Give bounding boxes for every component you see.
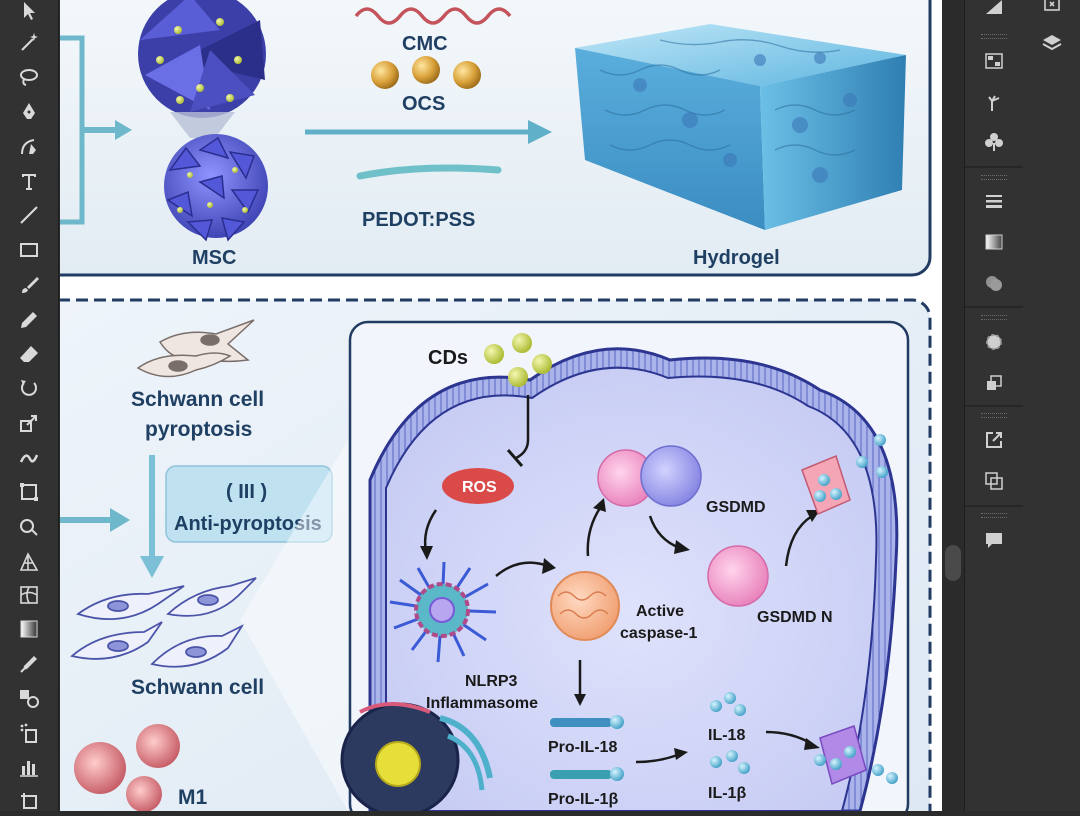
nlrp3-inflammasome xyxy=(389,561,497,663)
nlrp3-line1: NLRP3 xyxy=(465,673,518,690)
pro-il1b-label: Pro-IL-1β xyxy=(548,791,618,808)
export-icon[interactable] xyxy=(981,427,1007,453)
appearance-icon[interactable] xyxy=(981,329,1007,355)
msc-magnified-illustration xyxy=(138,0,268,242)
pro-il1b-bar xyxy=(550,770,612,779)
gradient-panel-icon[interactable] xyxy=(981,229,1007,255)
hydrogel-illustration xyxy=(575,24,906,230)
gradient-tool-icon[interactable] xyxy=(14,614,44,644)
mesh-tool-icon[interactable] xyxy=(14,580,44,610)
ros-ellipse xyxy=(442,468,514,504)
curvature-tool-icon[interactable] xyxy=(14,132,44,162)
panel-grip[interactable] xyxy=(981,413,1007,418)
graphic-styles-icon[interactable] xyxy=(981,370,1007,396)
blend-tool-icon[interactable] xyxy=(14,683,44,713)
pyroptotic-schwann-cells xyxy=(136,319,255,378)
scale-tool-icon[interactable] xyxy=(14,408,44,438)
pen-tool-icon[interactable] xyxy=(14,97,44,127)
active-caspase-line1: Active xyxy=(636,603,684,620)
scroll-thumb[interactable] xyxy=(945,545,961,581)
column-graph-tool-icon[interactable] xyxy=(14,752,44,782)
scientific-figure: MSC CMC OCS PEDOT:PSS Hy xyxy=(60,0,932,811)
brushes-icon[interactable] xyxy=(981,89,1007,115)
panel-grip[interactable] xyxy=(981,175,1007,180)
cd-particle xyxy=(532,354,552,374)
shape-builder-tool-icon[interactable] xyxy=(14,512,44,542)
ocs-particle xyxy=(371,61,399,89)
schwann-cell-label: Schwann cell xyxy=(131,676,264,699)
hydrogel-label: Hydrogel xyxy=(693,247,780,269)
msc-label: MSC xyxy=(192,247,236,269)
panel-dock xyxy=(964,0,1024,811)
ros-label: ROS xyxy=(462,479,497,496)
pro-il18-bar xyxy=(550,718,612,727)
cd-particle xyxy=(508,367,528,387)
free-transform-tool-icon[interactable] xyxy=(14,477,44,507)
collapsed-panels xyxy=(1023,0,1080,811)
lasso-tool-icon[interactable] xyxy=(14,62,44,92)
ocs-particle xyxy=(412,56,440,84)
panel-grip[interactable] xyxy=(981,513,1007,518)
cd-particle xyxy=(484,344,504,364)
line-tool-icon[interactable] xyxy=(14,200,44,230)
vertical-scrollbar[interactable] xyxy=(942,0,964,811)
perspective-grid-tool-icon[interactable] xyxy=(14,547,44,577)
pedot-chain xyxy=(356,164,502,180)
symbol-sprayer-tool-icon[interactable] xyxy=(14,718,44,748)
stroke-icon[interactable] xyxy=(981,188,1007,214)
gsdmd-pore-lower xyxy=(814,725,898,786)
rotate-tool-icon[interactable] xyxy=(14,373,44,403)
gsdmd-n-free-blob xyxy=(707,545,769,607)
m1-macrophages xyxy=(74,724,180,811)
active-caspase-1-blob xyxy=(550,571,620,641)
swatches-icon[interactable] xyxy=(981,48,1007,74)
cmc-label: CMC xyxy=(402,33,448,55)
schwann-pyroptosis-line2: pyroptosis xyxy=(145,418,252,441)
nucleus-organelle xyxy=(340,702,493,811)
pedot-label: PEDOT:PSS xyxy=(362,209,475,231)
layers-icon[interactable] xyxy=(1039,30,1065,56)
tools-panel xyxy=(0,0,59,811)
transform-icon[interactable] xyxy=(981,468,1007,494)
comments-icon[interactable] xyxy=(981,527,1007,553)
pro-il18-label: Pro-IL-18 xyxy=(548,739,617,756)
anti-pyroptosis-callout xyxy=(165,465,333,543)
color-guide-icon[interactable] xyxy=(981,0,1007,20)
gsdmd-pore-upper xyxy=(801,434,888,516)
type-tool-icon[interactable] xyxy=(14,166,44,196)
artboard-tool-icon[interactable] xyxy=(14,786,44,816)
healthy-schwann-cells xyxy=(70,577,257,668)
paintbrush-tool-icon[interactable] xyxy=(14,270,44,300)
cmc-chain xyxy=(354,7,512,25)
eraser-tool-icon[interactable] xyxy=(14,339,44,369)
transparency-icon[interactable] xyxy=(981,270,1007,296)
gsdmd-label: GSDMD xyxy=(706,499,766,516)
il18-label: IL-18 xyxy=(708,727,745,744)
cds-label: CDs xyxy=(428,347,468,369)
schwann-pyroptosis-line1: Schwann cell xyxy=(131,388,264,411)
gsdmd-c-blob xyxy=(640,445,702,507)
panel-grip[interactable] xyxy=(981,34,1007,39)
selection-tool-icon[interactable] xyxy=(14,0,44,26)
warp-tool-icon[interactable] xyxy=(14,443,44,473)
step-label: ( III ) xyxy=(226,481,267,503)
panel-grip[interactable] xyxy=(981,315,1007,320)
nlrp3-line2: Inflammasome xyxy=(426,695,538,712)
anti-pyroptosis-label: Anti-pyroptosis xyxy=(174,513,322,535)
m1-label: M1 xyxy=(178,786,207,809)
ocs-particle xyxy=(453,61,481,89)
pencil-tool-icon[interactable] xyxy=(14,305,44,335)
gsdmd-n-label: GSDMD N xyxy=(757,609,833,626)
libraries-icon[interactable] xyxy=(1039,0,1065,18)
eyedropper-tool-icon[interactable] xyxy=(14,649,44,679)
symbols-icon[interactable] xyxy=(981,129,1007,155)
rectangle-tool-icon[interactable] xyxy=(14,235,44,265)
magic-wand-tool-icon[interactable] xyxy=(14,27,44,57)
il1b-label: IL-1β xyxy=(708,785,746,802)
active-caspase-line2: caspase-1 xyxy=(620,625,697,642)
cd-particle xyxy=(512,333,532,353)
artboard-canvas[interactable]: MSC CMC OCS PEDOT:PSS Hy xyxy=(60,0,942,811)
ocs-label: OCS xyxy=(402,93,445,115)
